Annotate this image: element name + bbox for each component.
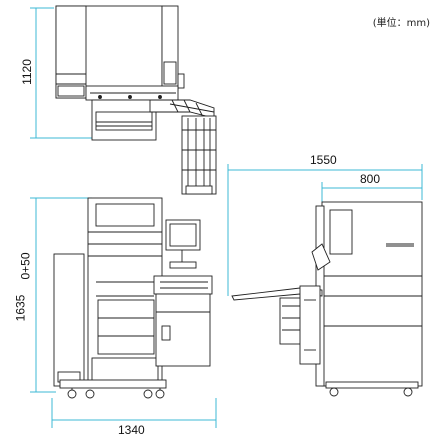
top-view-left-panel [55, 5, 87, 99]
front-view-shelf [153, 275, 213, 295]
front-view-tower [87, 197, 163, 387]
dim-label-1635: 1635 [13, 294, 28, 322]
dim-label-height-adjust: 0+50 [18, 252, 33, 280]
top-view [55, 5, 217, 195]
side-view-wheel-2 [403, 387, 413, 397]
front-view [53, 197, 213, 399]
dim-label-1340: 1340 [118, 423, 145, 437]
front-view-wheel-1 [67, 389, 77, 399]
dim-label-1120: 1120 [19, 59, 34, 85]
dim-label-800: 800 [360, 172, 381, 186]
front-view-wheel-4 [155, 389, 165, 399]
side-view [231, 201, 423, 397]
side-view-monitor [311, 243, 331, 271]
dim-label-1550: 1550 [310, 153, 337, 167]
front-view-left-bin [53, 253, 85, 387]
front-view-base [59, 379, 167, 389]
unit-note: (単位：mm) [372, 18, 430, 29]
side-view-wheel-1 [329, 387, 339, 397]
side-view-base [325, 381, 419, 389]
top-view-conveyor [181, 115, 217, 195]
dimension-lines [30, 7, 423, 428]
front-view-wheel-3 [143, 389, 153, 399]
top-view-conveyor-arm [149, 99, 215, 119]
front-view-wheel-2 [85, 389, 95, 399]
